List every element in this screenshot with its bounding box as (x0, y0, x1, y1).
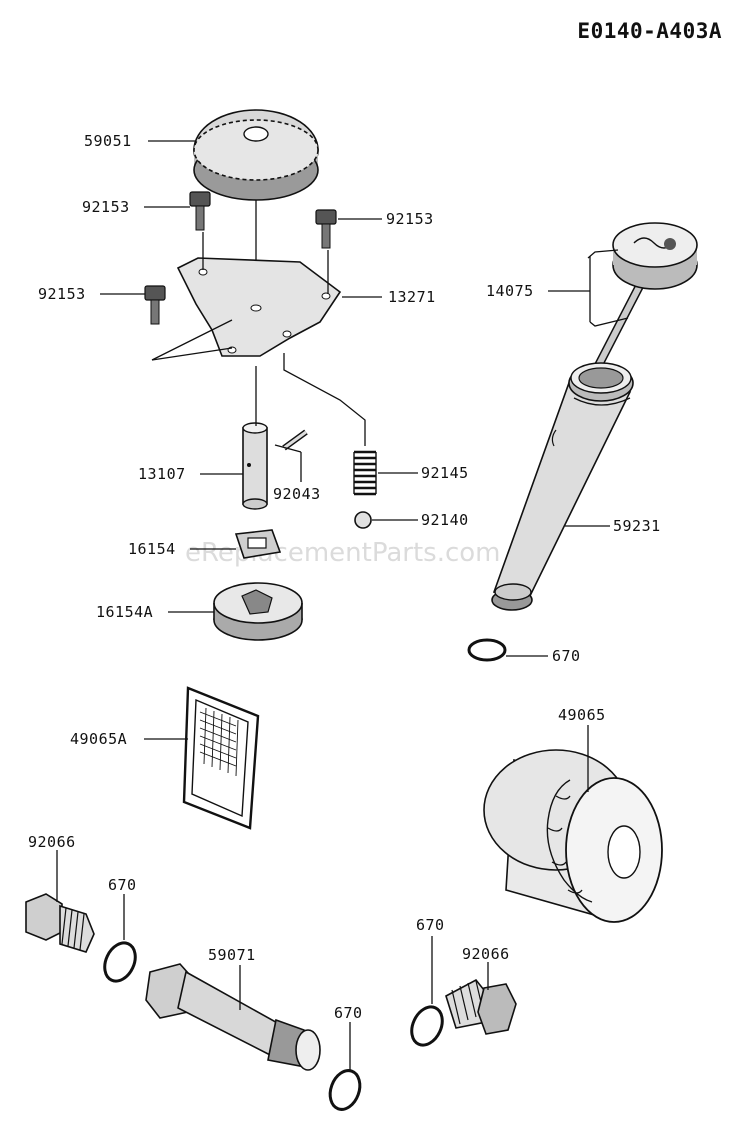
drain-plug-92066-right (445, 978, 517, 1035)
label-92153-a: 92153 (82, 198, 130, 216)
spring-92145-illustration (353, 450, 377, 496)
label-59231: 59231 (613, 517, 661, 535)
shaft-13107-illustration (242, 422, 268, 510)
diagram-code: E0140-A403A (577, 19, 722, 43)
label-92140: 92140 (421, 511, 469, 529)
filler-tube-59231-illustration (491, 362, 634, 611)
label-92066-b: 92066 (462, 945, 510, 963)
label-13107: 13107 (138, 465, 186, 483)
label-14075: 14075 (486, 282, 534, 300)
label-49065a: 49065A (70, 730, 127, 748)
strainer-49065a-illustration (182, 686, 260, 830)
plate-13271-illustration (176, 257, 342, 357)
label-670-b: 670 (108, 876, 137, 894)
drain-pipe-59071-illustration (145, 963, 321, 1071)
ball-92140-illustration (354, 511, 372, 529)
rotor-16154a-illustration (213, 582, 303, 641)
bolt-92153-right (315, 209, 337, 249)
label-670-a: 670 (552, 647, 581, 665)
bolt-92153-left-upper (189, 191, 211, 231)
watermark: eReplacementParts.com (185, 538, 501, 568)
label-92153-c: 92153 (38, 285, 86, 303)
label-13271: 13271 (388, 288, 436, 306)
o-ring-670-bottom (328, 1069, 362, 1111)
bolt-92153-left-lower (144, 285, 166, 325)
drain-plug-92066-left (25, 893, 95, 953)
label-92066-a: 92066 (28, 833, 76, 851)
o-ring-670-tube (467, 638, 507, 662)
label-92153-b: 92153 (386, 210, 434, 228)
oil-filter-49065-illustration (483, 749, 663, 923)
o-ring-670-right (410, 1005, 444, 1047)
pin-92043-illustration (282, 429, 308, 451)
label-670-d: 670 (416, 916, 445, 934)
label-92145: 92145 (421, 464, 469, 482)
o-ring-670-left (103, 941, 137, 983)
label-92043: 92043 (273, 485, 321, 503)
label-59071: 59071 (208, 946, 256, 964)
gear-59051-illustration (193, 109, 319, 201)
rotor-16154-illustration (234, 529, 282, 559)
label-16154: 16154 (128, 540, 176, 558)
label-49065: 49065 (558, 706, 606, 724)
label-16154a: 16154A (96, 603, 153, 621)
label-670-c: 670 (334, 1004, 363, 1022)
label-59051: 59051 (84, 132, 132, 150)
